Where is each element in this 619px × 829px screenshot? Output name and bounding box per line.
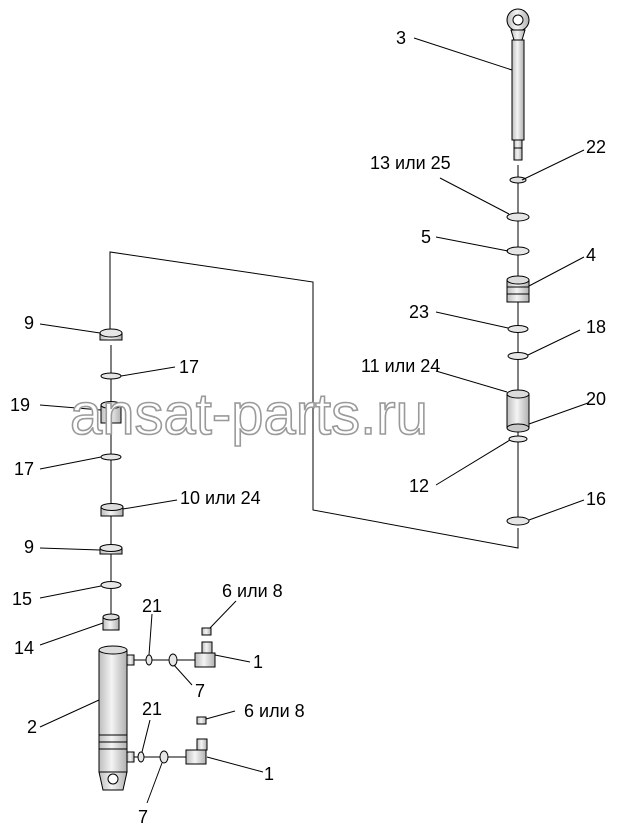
callout-16: 16 [586, 489, 606, 509]
callout-6-upper: 6 или 8 [222, 581, 283, 601]
part-17-top-ring [100, 372, 122, 380]
part-11-piston [506, 389, 530, 433]
part-22-ring [509, 176, 527, 184]
part-12-ring [508, 435, 528, 443]
callout-21-lower: 21 [142, 699, 162, 719]
part-21-upper-washer [145, 654, 153, 666]
part-9-top-cap [99, 328, 123, 341]
callout-10: 10 или 24 [180, 488, 261, 508]
part-15-ring [100, 581, 122, 589]
part-18-ring [507, 352, 529, 360]
callout-17-lower: 17 [14, 459, 34, 479]
part-14-nut [102, 613, 120, 631]
callout-6-lower: 6 или 8 [244, 701, 305, 721]
callout-7-lower: 7 [138, 807, 148, 827]
part-21-lower-washer [137, 751, 145, 763]
callout-1-lower: 1 [264, 764, 274, 784]
callout-22: 22 [586, 137, 606, 157]
callout-14: 14 [14, 638, 34, 658]
callout-5: 5 [421, 227, 431, 247]
part-13-seal [506, 212, 530, 222]
callout-15: 15 [12, 589, 32, 609]
callout-23: 23 [409, 302, 429, 322]
callout-18: 18 [586, 317, 606, 337]
watermark-text: ansat-parts.ru [70, 382, 428, 447]
leader-lines [39, 37, 589, 804]
part-16-nut [506, 516, 530, 526]
part-17-lower-ring [100, 453, 122, 461]
part-23-ring [507, 325, 529, 333]
part-5-washer [506, 246, 530, 256]
callout-11: 11 или 24 [361, 356, 440, 376]
part-4-bushing [506, 275, 530, 303]
part-19-bushing [100, 401, 122, 424]
part-7-upper-ring [168, 653, 178, 667]
part-7-lower-ring [159, 750, 169, 764]
callout-7-upper: 7 [195, 681, 205, 701]
callout-13: 13 или 25 [370, 153, 451, 173]
callout-17-top: 17 [179, 357, 199, 377]
assembly-connection-line [109, 251, 519, 549]
callout-9-top: 9 [24, 313, 34, 333]
callout-labels: 3 22 13 или 25 5 4 23 18 11 или 24 20 12… [10, 28, 606, 827]
part-3-rod [506, 8, 530, 161]
callout-4: 4 [586, 245, 596, 265]
part-1-upper-fitting [194, 641, 216, 668]
part-6-lower-plug [196, 716, 207, 725]
part-1-lower-fitting [185, 738, 208, 765]
part-10-sleeve [100, 503, 124, 517]
callout-2: 2 [27, 717, 37, 737]
callout-9-lower: 9 [24, 537, 34, 557]
callout-19: 19 [10, 395, 30, 415]
part-9-lower-cap [99, 544, 123, 555]
callout-21-upper: 21 [142, 596, 162, 616]
callout-20: 20 [586, 389, 606, 409]
callout-1-upper: 1 [253, 652, 263, 672]
part-2-cylinder-body [98, 645, 135, 791]
callout-3: 3 [396, 28, 406, 48]
callout-12: 12 [409, 476, 429, 496]
part-6-upper-plug [201, 627, 212, 636]
